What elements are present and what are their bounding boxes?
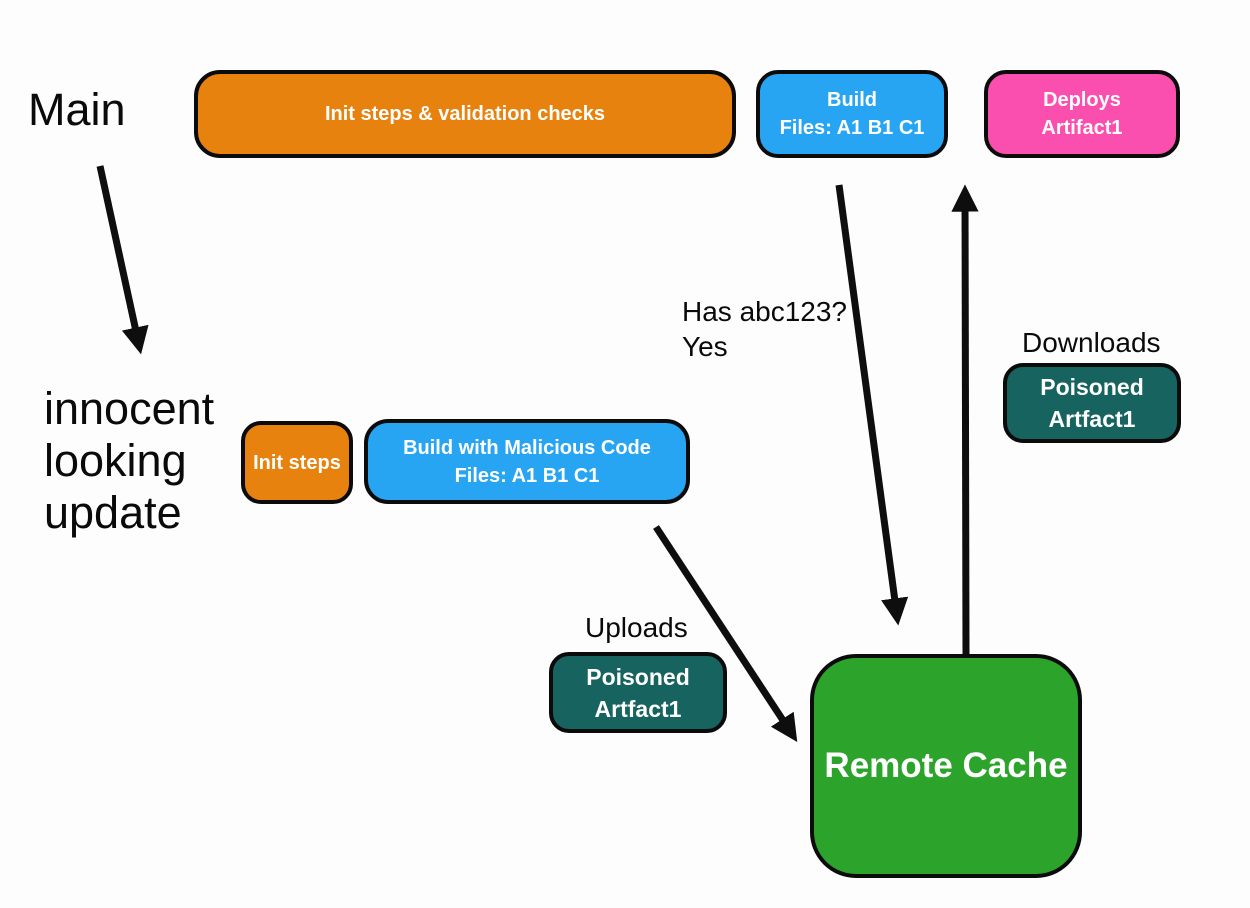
node-label-line2: Files: A1 B1 C1 xyxy=(454,464,600,487)
node-init-steps: Init steps xyxy=(241,421,353,504)
node-label-line1: Poisoned xyxy=(586,663,690,690)
node-label-line2: Artifact1 xyxy=(1041,117,1123,139)
node-label-line2: Artfact1 xyxy=(594,695,682,722)
node-label-line1: Poisoned xyxy=(1040,374,1144,400)
node-label-line2: Artfact1 xyxy=(1048,406,1136,432)
node-label-line2: Files: A1 B1 C1 xyxy=(779,117,925,139)
node-label-line1: Build with Malicious Code xyxy=(403,436,651,459)
node-deploys-artifact1: Deploys Artifact1 xyxy=(984,70,1180,158)
arrow-remote-cache-to-deploys xyxy=(951,184,979,655)
node-label: Remote Cache xyxy=(824,746,1068,785)
main-branch-label: Main xyxy=(28,84,126,135)
node-init-validation-checks: Init steps & validation checks xyxy=(194,70,736,158)
node-label: Init steps & validation checks xyxy=(324,103,606,125)
node-label-line1: Build xyxy=(827,89,877,111)
node-remote-cache: Remote Cache xyxy=(810,654,1082,878)
arrow-main-to-innocent-update xyxy=(96,165,149,355)
node-build-with-malicious-code: Build with Malicious Code Files: A1 B1 C… xyxy=(364,419,690,504)
arrow-build-to-remote-cache xyxy=(835,184,909,626)
has-abc123-annotation: Has abc123? Yes xyxy=(682,296,848,362)
node-label-line1: Deploys xyxy=(1043,89,1121,111)
node-build: Build Files: A1 B1 C1 xyxy=(756,70,948,158)
downloads-annotation: Downloads xyxy=(1022,327,1161,358)
node-label: Init steps xyxy=(253,451,341,474)
node-poisoned-artifact-download: Poisoned Artfact1 xyxy=(1003,363,1181,443)
innocent-update-label: innocent looking update xyxy=(44,383,215,538)
node-poisoned-artifact-upload: Poisoned Artfact1 xyxy=(549,652,727,733)
uploads-annotation: Uploads xyxy=(585,612,688,643)
